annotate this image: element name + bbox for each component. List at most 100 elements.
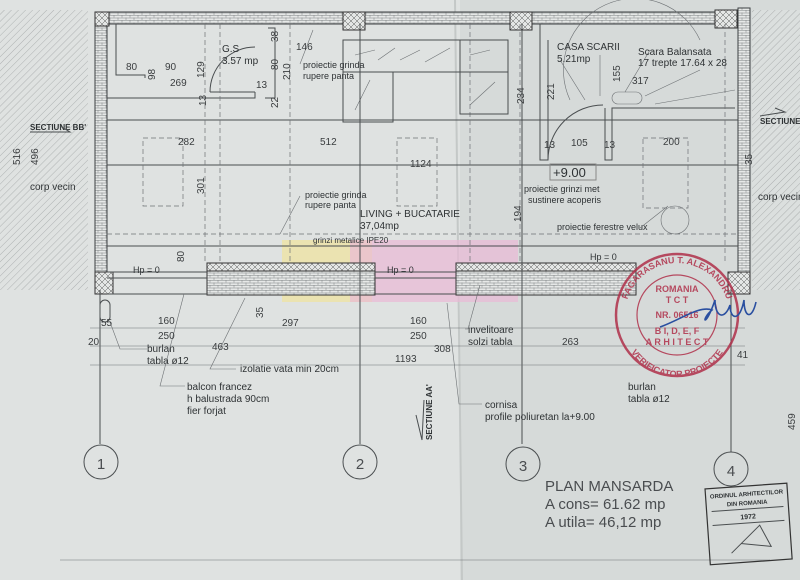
svg-text:NR. 06516: NR. 06516 <box>655 310 698 320</box>
svg-text:solzi tabla: solzi tabla <box>468 337 513 348</box>
svg-text:516: 516 <box>12 148 23 165</box>
svg-text:ORDINUL ARHITECTILOR: ORDINUL ARHITECTILOR <box>710 489 784 500</box>
svg-text:fier forjat: fier forjat <box>187 406 226 417</box>
svg-text:194: 194 <box>513 205 524 222</box>
svg-text:Hp = 0: Hp = 0 <box>590 252 617 262</box>
svg-text:rupere panta: rupere panta <box>305 200 356 210</box>
svg-text:Hp = 0: Hp = 0 <box>133 265 160 275</box>
svg-text:200: 200 <box>663 137 680 148</box>
svg-text:tabla ø12: tabla ø12 <box>147 356 189 367</box>
svg-text:301: 301 <box>196 177 207 194</box>
svg-text:155: 155 <box>612 65 623 82</box>
signature <box>659 299 757 328</box>
svg-text:459: 459 <box>787 413 798 430</box>
svg-text:ROMANIA: ROMANIA <box>656 284 699 294</box>
svg-text:corp vecin: corp vecin <box>30 182 76 193</box>
svg-text:sustinere acoperis: sustinere acoperis <box>528 195 602 205</box>
svg-text:1: 1 <box>97 456 105 473</box>
svg-text:90: 90 <box>165 62 177 73</box>
svg-text:cornisa: cornisa <box>485 400 518 411</box>
svg-text:B I, D, E, F: B I, D, E, F <box>655 326 700 336</box>
svg-text:98: 98 <box>147 68 158 80</box>
svg-text:22: 22 <box>270 96 281 108</box>
level-box <box>549 163 597 181</box>
svg-text:35: 35 <box>255 306 266 318</box>
svg-text:proiectie ferestre velux: proiectie ferestre velux <box>557 222 648 232</box>
grid-axis-1: 1 <box>83 444 119 480</box>
svg-text:35: 35 <box>744 153 755 165</box>
annotations: proiectie grinda rupere panta proiectie … <box>30 29 800 441</box>
svg-text:250: 250 <box>410 331 427 342</box>
grid-axis-3: 3 <box>505 446 541 482</box>
svg-text:Hp = 0: Hp = 0 <box>387 265 414 275</box>
svg-text:80: 80 <box>270 58 281 70</box>
svg-text:rupere panta: rupere panta <box>303 71 354 81</box>
svg-text:234: 234 <box>516 87 527 104</box>
front-facade <box>99 262 637 323</box>
svg-text:160: 160 <box>410 316 427 327</box>
svg-text:balcon francez: balcon francez <box>187 382 252 393</box>
svg-text:SECTIUNE AA': SECTIUNE AA' <box>425 384 434 440</box>
svg-text:13: 13 <box>198 94 209 106</box>
svg-text:1193: 1193 <box>395 354 417 365</box>
sofa-furniture <box>342 39 509 123</box>
area-usable: A utila= 46,12 mp <box>545 514 661 531</box>
svg-text:129: 129 <box>196 61 207 78</box>
svg-text:20: 20 <box>88 337 100 348</box>
svg-text:proiectie grinda: proiectie grinda <box>303 60 365 70</box>
svg-text:263: 263 <box>562 337 579 348</box>
svg-text:269: 269 <box>170 78 187 89</box>
room-living-name: LIVING + BUCATARIE <box>360 209 460 220</box>
dimension-labels: 80 90 269 129 98 38 146 80 210 13 22 13 … <box>12 30 798 430</box>
neighbor-right-hatch <box>752 10 800 290</box>
svg-text:13: 13 <box>544 140 556 151</box>
svg-text:13: 13 <box>604 140 616 151</box>
svg-text:proiectie grinzi met: proiectie grinzi met <box>524 184 600 194</box>
svg-text:282: 282 <box>178 137 195 148</box>
svg-text:308: 308 <box>434 344 451 355</box>
grid-axis-4: 4 <box>713 451 749 487</box>
room-living-area: 37,04mp <box>360 221 399 232</box>
svg-text:SECTIUNE: SECTIUNE <box>760 117 800 126</box>
svg-text:80: 80 <box>176 250 187 262</box>
svg-text:T C T: T C T <box>666 295 689 305</box>
oar-stamp: ORDINUL ARHITECTILOR DIN ROMANIA 1972 <box>704 482 793 566</box>
svg-text:invelitoare: invelitoare <box>468 325 514 336</box>
svg-text:burlan: burlan <box>628 382 656 393</box>
svg-text:3: 3 <box>519 458 527 475</box>
room-stair-area: 5.21mp <box>557 54 591 65</box>
svg-text:297: 297 <box>282 318 299 329</box>
room-gs-area: 3.57 mp <box>222 56 259 67</box>
svg-text:250: 250 <box>158 331 175 342</box>
stair-label: Scara Balansata <box>638 47 712 58</box>
svg-text:80: 80 <box>126 62 138 73</box>
svg-text:SECTIUNE BB': SECTIUNE BB' <box>30 123 86 132</box>
svg-text:1124: 1124 <box>410 159 432 170</box>
svg-text:tabla ø12: tabla ø12 <box>628 394 670 405</box>
svg-text:317: 317 <box>632 76 649 87</box>
stair-spec: 17 trepte 17.64 x 28 <box>638 58 727 69</box>
grid-axis-2: 2 <box>342 444 378 480</box>
svg-text:463: 463 <box>212 342 229 353</box>
svg-text:160: 160 <box>158 316 175 327</box>
plan-title: PLAN MANSARDA <box>545 478 673 495</box>
svg-text:izolatie vata min 20cm: izolatie vata min 20cm <box>240 364 339 375</box>
svg-text:55: 55 <box>101 318 113 329</box>
svg-text:2: 2 <box>356 456 364 473</box>
svg-text:proiectie grinda: proiectie grinda <box>305 190 367 200</box>
level-mark: +9.00 <box>553 165 586 180</box>
svg-text:corp vecin: corp vecin <box>758 192 800 203</box>
svg-text:210: 210 <box>282 63 293 80</box>
svg-text:105: 105 <box>571 138 588 149</box>
svg-text:burlan: burlan <box>147 344 175 355</box>
svg-text:h balustrada 90cm: h balustrada 90cm <box>187 394 269 405</box>
svg-text:38: 38 <box>270 30 281 42</box>
svg-text:221: 221 <box>546 83 557 100</box>
room-gs-name: G.S <box>222 44 240 55</box>
room-stair-name: CASA SCARII <box>557 42 620 53</box>
svg-text:grinzi metalice IPE20: grinzi metalice IPE20 <box>313 236 389 245</box>
svg-text:A R H I T E C T: A R H I T E C T <box>646 337 709 347</box>
svg-text:146: 146 <box>296 42 313 53</box>
svg-text:41: 41 <box>737 350 749 361</box>
